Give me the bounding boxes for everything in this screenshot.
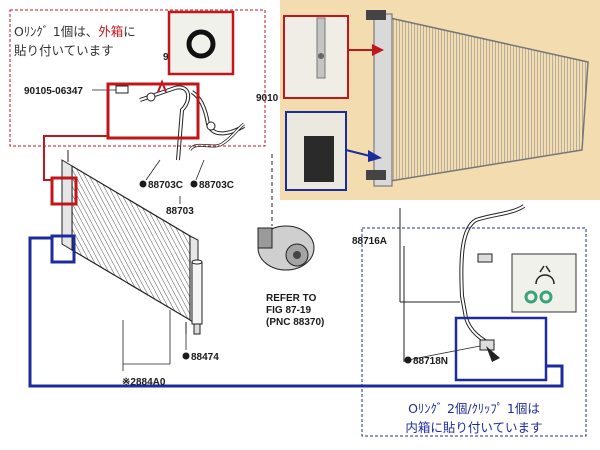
label-bolt: 90105-06347 xyxy=(24,86,83,97)
photo-red-arrow xyxy=(372,44,384,56)
o-ring-icon xyxy=(186,29,216,59)
note-outer-highlight: 外箱 xyxy=(98,24,124,39)
photo-bracket-top xyxy=(366,10,386,20)
label-bolt-clipped: 9 xyxy=(163,52,169,63)
label-o-ring-b: 88703C xyxy=(199,180,234,191)
label-o-ring-a: 88703C xyxy=(148,180,183,191)
drier-drawing xyxy=(191,259,203,335)
label-o-ring-n: 88718N xyxy=(413,356,448,367)
outer-box-dashed-frame xyxy=(9,9,266,147)
tube-drawing xyxy=(399,204,526,362)
bullet-o-ring-b xyxy=(190,180,198,188)
red-arrow xyxy=(157,79,167,93)
red-connector xyxy=(43,135,108,181)
label-condenser: ※2884A0 xyxy=(122,377,166,388)
pipe-drawing xyxy=(115,85,246,161)
condenser-bottom-highlight xyxy=(50,234,76,264)
clip-pointer xyxy=(486,346,500,362)
note-outer-part2: に xyxy=(123,24,136,39)
bullet-o-ring-a xyxy=(139,180,147,188)
o-ring-inset xyxy=(167,10,235,76)
clip-inset xyxy=(511,253,577,313)
compressor-drawing xyxy=(257,154,315,271)
o-ring-icon-right xyxy=(539,290,553,304)
label-refer-line1: REFER TO xyxy=(266,293,317,304)
inner-box-dashed-frame xyxy=(361,227,587,437)
blue-connector xyxy=(28,236,564,388)
condenser-drawing xyxy=(61,150,199,334)
label-tube-a: 88716A xyxy=(352,236,387,247)
note-inner-line2: 内箱に貼り付いています xyxy=(405,420,543,435)
condenser-top-highlight xyxy=(50,176,78,206)
photo-blue-line xyxy=(345,149,371,157)
label-refer-line2: FIG 87-19 xyxy=(266,305,311,316)
photo-fitting-bottom xyxy=(304,136,334,182)
photo-condenser-tank xyxy=(373,13,393,187)
photo-bracket-bottom xyxy=(366,170,386,180)
outer-box-note: Oﾘﾝｸﾞ 1個は、外箱に 貼り付いています xyxy=(14,22,136,60)
label-pipe-top-right: 9010 xyxy=(256,93,279,104)
note-inner-line1: Oﾘﾝｸﾞ 2個/ｸﾘｯﾌﾟ 1個は xyxy=(408,401,540,416)
part-labels: 90105-06347 9 9010 88703C 88703C 88703 8… xyxy=(24,52,448,388)
note-outer-line2: 貼り付いています xyxy=(14,43,114,58)
inner-box-highlight xyxy=(454,316,548,382)
note-outer-part1: Oﾘﾝｸﾞ 1個は、 xyxy=(14,24,99,39)
label-pipe-assy: 88703 xyxy=(166,206,194,217)
inner-box-note: Oﾘﾝｸﾞ 2個/ｸﾘｯﾌﾟ 1個は 内箱に貼り付いています xyxy=(384,399,564,437)
photo-blue-arrow xyxy=(368,150,382,162)
label-refer-line3: (PNC 88370) xyxy=(266,317,324,328)
bullet-o-ring-n xyxy=(404,356,412,364)
inner-box-annotation xyxy=(28,227,587,437)
bullet-drier xyxy=(182,352,190,360)
label-drier: 88474 xyxy=(191,352,219,363)
o-ring-icon-left xyxy=(524,290,538,304)
photo-detail-top xyxy=(283,15,349,99)
photo-fitting-top xyxy=(316,17,326,79)
outer-box-annotation xyxy=(9,9,266,206)
photo-inset xyxy=(280,0,600,200)
leader-lines xyxy=(92,89,481,371)
clip-icon xyxy=(535,265,555,285)
photo-fitting-bolt xyxy=(318,53,324,59)
outer-box-highlight xyxy=(106,82,200,140)
